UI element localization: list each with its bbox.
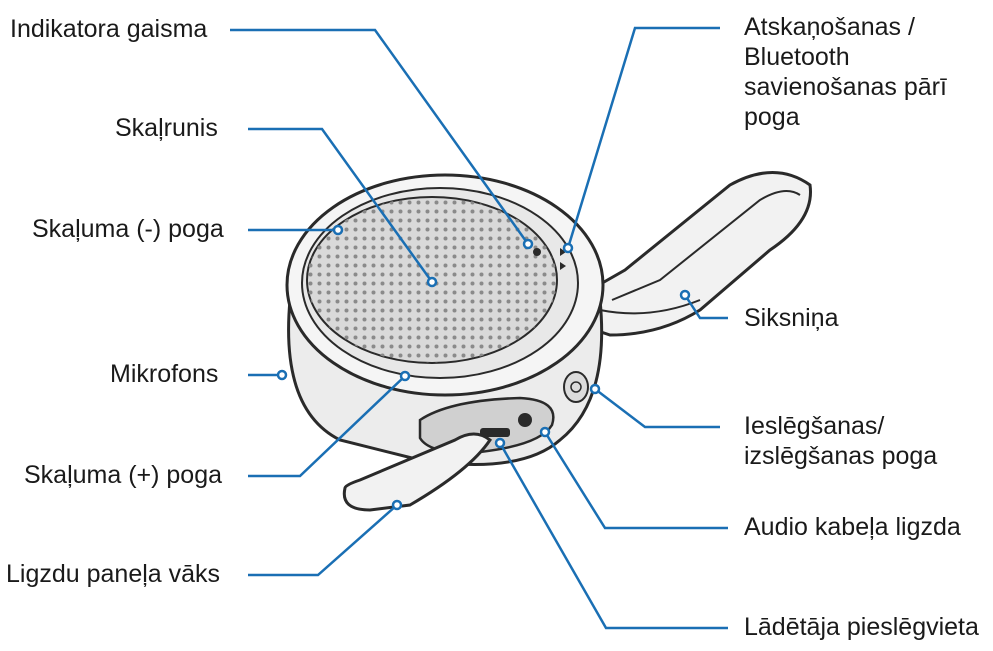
label-power: Ieslēgšanas/ izslēgšanas poga (744, 412, 938, 470)
leader-audio-jack (543, 431, 728, 530)
label-port-cover: Ligzdu paneļa vāks (6, 560, 221, 588)
leader-dots (276, 224, 691, 511)
leader-charger-port (498, 442, 728, 630)
port-panel-illustration (418, 396, 555, 454)
leader-play-bluetooth (566, 26, 720, 249)
label-speaker: Skaļrunis (115, 114, 218, 142)
leader-port-cover (248, 504, 398, 577)
strap-illustration (588, 171, 812, 337)
leader-lines (230, 26, 728, 630)
label-indicator-light: Indikatora gaisma (10, 15, 208, 43)
port-cover-illustration (342, 432, 493, 512)
leader-indicator-light (230, 28, 530, 245)
label-volume-down: Skaļuma (-) poga (32, 215, 224, 243)
leader-power (594, 388, 720, 429)
label-strap: Siksniņa (744, 304, 839, 332)
label-play-bluetooth: Atskaņošanas / Bluetooth savienošanas pā… (744, 13, 947, 131)
leader-strap (683, 294, 728, 320)
power-button-illustration (563, 371, 589, 403)
label-microphone: Mikrofons (110, 360, 219, 388)
leader-volume-up (248, 375, 406, 478)
label-charger-port: Lādētāja pieslēgvieta (744, 613, 979, 641)
play-button-illustration (560, 248, 566, 270)
indicator-light-illustration (533, 248, 541, 256)
label-volume-up: Skaļuma (+) poga (24, 461, 223, 489)
leader-speaker (248, 127, 434, 283)
label-audio-jack: Audio kabeļa ligzda (744, 513, 961, 541)
